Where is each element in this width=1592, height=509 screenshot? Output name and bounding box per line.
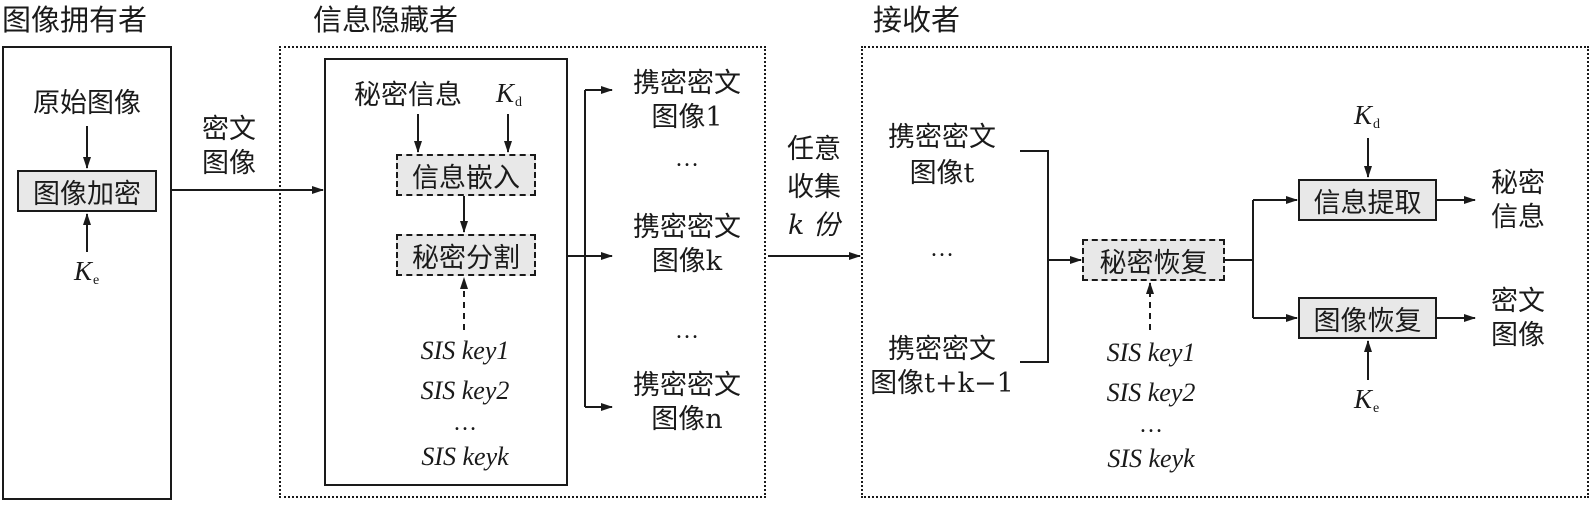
shares-ellipsis-1: …: [675, 146, 699, 172]
original-image-label: 原始图像: [33, 88, 141, 119]
collect-label-line1: 任意: [787, 134, 841, 165]
share-1-line1: 携密密文: [633, 68, 741, 99]
key-ke-receiver-letter: K: [1354, 384, 1373, 414]
share-k-line1: 携密密文: [633, 212, 741, 243]
hider-frame: [279, 46, 766, 498]
receiver-share-bottom-line1: 携密密文: [888, 334, 996, 365]
section-title-owner: 图像拥有者: [2, 3, 148, 37]
receiver-share-ellipsis: …: [930, 236, 954, 262]
secret-info-label: 秘密信息: [354, 80, 462, 111]
sis-key-1-hider: SIS key1: [420, 336, 510, 365]
receiver-share-top-line1: 携密密文: [888, 122, 996, 153]
sis-key-1-receiver: SIS key1: [1106, 338, 1196, 367]
receiver-share-bottom-line2: 图像t+k−1: [870, 368, 1014, 399]
key-ke-receiver: Ke: [1354, 384, 1379, 417]
image-restore-box: 图像恢复: [1298, 297, 1437, 339]
key-ke-owner: Ke: [74, 256, 99, 289]
receiver-frame: [861, 46, 1589, 498]
sis-key-2-hider: SIS key2: [420, 376, 510, 405]
section-title-hider: 信息隐藏者: [313, 3, 459, 37]
key-ke-receiver-sub: e: [1373, 401, 1380, 416]
cipher-image-label-line1: 密文: [202, 114, 256, 145]
key-kd-hider-sub: d: [515, 95, 523, 110]
hider-inner-frame: [324, 58, 568, 486]
info-extraction-box: 信息提取: [1298, 179, 1437, 221]
sis-key-ellipsis-hider: …: [453, 410, 477, 436]
sis-key-k-hider: SIS keyk: [421, 442, 509, 471]
owner-frame: [2, 46, 172, 500]
collect-label-line2: 收集: [787, 172, 841, 203]
bracket-shares: [1020, 150, 1049, 363]
share-n-line2: 图像n: [651, 404, 723, 435]
image-encryption-box: 图像加密: [17, 170, 157, 212]
info-embed-box: 信息嵌入: [396, 154, 536, 196]
key-kd-hider-letter: K: [496, 78, 515, 108]
share-n-line1: 携密密文: [633, 370, 741, 401]
key-kd-receiver-letter: K: [1354, 100, 1373, 130]
sis-key-k-receiver: SIS keyk: [1107, 444, 1195, 473]
section-title-receiver: 接收者: [873, 3, 961, 37]
collect-label-line3: k 份: [788, 210, 840, 241]
output-cipher-line1: 密文: [1491, 286, 1545, 317]
output-secret-line1: 秘密: [1491, 168, 1545, 199]
receiver-share-top-line2: 图像t: [909, 158, 975, 189]
key-kd-receiver-sub: d: [1373, 117, 1381, 132]
secret-split-box: 秘密分割: [396, 234, 536, 276]
key-ke-owner-sub: e: [93, 273, 100, 288]
output-cipher-line2: 图像: [1491, 320, 1545, 351]
share-1-line2: 图像1: [651, 102, 723, 133]
secret-recovery-box: 秘密恢复: [1082, 239, 1225, 281]
shares-ellipsis-2: …: [675, 318, 699, 344]
key-kd-hider: Kd: [496, 78, 522, 111]
sis-key-2-receiver: SIS key2: [1106, 378, 1196, 407]
sis-key-ellipsis-receiver: …: [1139, 412, 1163, 438]
cipher-image-label-line2: 图像: [202, 148, 256, 179]
share-k-line2: 图像k: [651, 246, 723, 277]
key-ke-owner-letter: K: [74, 256, 93, 286]
output-secret-line2: 信息: [1491, 202, 1545, 233]
key-kd-receiver: Kd: [1354, 100, 1380, 133]
